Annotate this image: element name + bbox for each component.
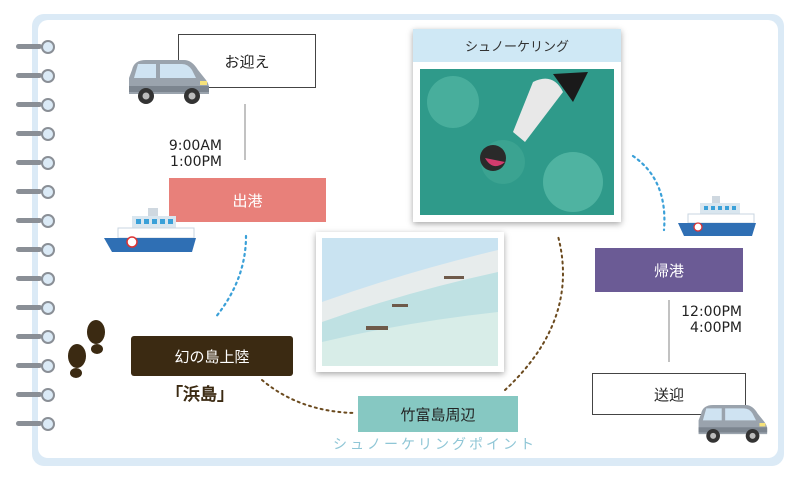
spiral-ring (16, 243, 55, 257)
spiral-ring (16, 69, 55, 83)
spiral-ring (16, 214, 55, 228)
connector-depart-landing (213, 234, 248, 320)
spiral-ring (16, 388, 55, 402)
depart-label: 出港 (232, 191, 263, 210)
ferry-icon (104, 208, 196, 252)
beach-photo (316, 232, 504, 372)
snorkel-point-label: シュノーケリングポイント (333, 437, 537, 453)
van-icon (129, 60, 209, 104)
spiral-ring (16, 98, 55, 112)
hamajima-label: 「浜島」 (166, 385, 234, 405)
spiral-ring (16, 272, 55, 286)
taketomi-box: 竹富島周辺 (358, 396, 518, 432)
depart-times: 9:00AM 1:00PM (160, 138, 222, 170)
spiral-ring (16, 359, 55, 373)
taketomi-label: 竹富島周辺 (400, 405, 476, 424)
van-icon-right (698, 405, 768, 443)
spiral-ring (16, 40, 55, 54)
depart-time-2: 1:00PM (170, 154, 222, 170)
spiral-ring (16, 301, 55, 315)
snorkel-caption: シュノーケリング (413, 29, 621, 62)
spiral-ring (16, 127, 55, 141)
landing-label: 幻の島上陸 (174, 347, 250, 366)
connector-taketomi-snorkel (504, 235, 564, 391)
spiral-ring (16, 330, 55, 344)
connector-snorkel-return (631, 154, 666, 232)
dropoff-label: 送迎 (653, 385, 684, 404)
return-box: 帰港 (595, 248, 743, 292)
spiral-ring (16, 417, 55, 431)
return-times: 12:00PM 4:00PM (672, 304, 742, 336)
depart-box: 出港 (169, 178, 326, 222)
connector-landing-taketomi (261, 379, 357, 414)
snorkel-photo: シュノーケリング (413, 29, 621, 222)
spiral-ring (16, 156, 55, 170)
pickup-label: お迎え (224, 52, 270, 71)
pickup-box: お迎え (178, 34, 316, 88)
ferry-icon-right (678, 196, 756, 236)
return-time-1: 12:00PM (681, 304, 742, 320)
depart-time-1: 9:00AM (168, 138, 222, 154)
return-time-2: 4:00PM (690, 320, 742, 336)
spiral-ring (16, 185, 55, 199)
footprints-icon (68, 320, 105, 378)
landing-box: 幻の島上陸 (131, 336, 293, 376)
return-label: 帰港 (653, 261, 684, 280)
